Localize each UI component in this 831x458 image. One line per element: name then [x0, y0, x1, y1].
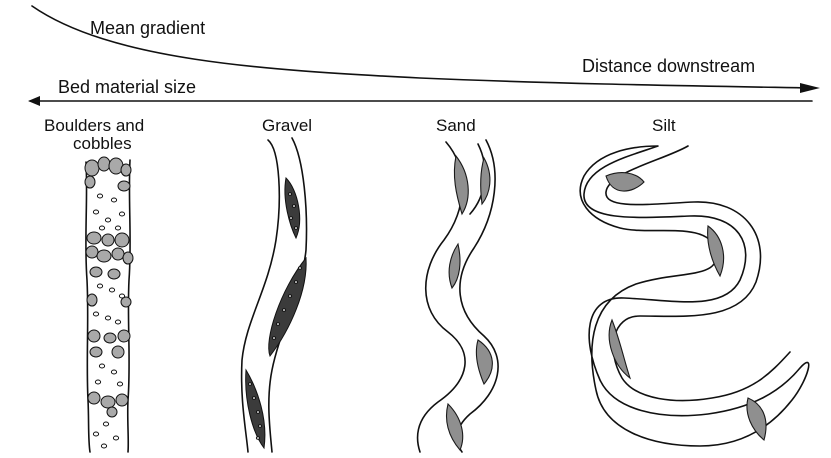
- gravel-pebble: [248, 383, 251, 386]
- gravel-pebble: [288, 193, 291, 196]
- gravel-pebble: [256, 411, 259, 414]
- gravel-bar-lower: [246, 370, 265, 448]
- silt-point-bar-1: [606, 173, 644, 191]
- boulder-stone: [101, 396, 115, 408]
- boulder-stone: [108, 269, 120, 279]
- distance-downstream-label: Distance downstream: [582, 56, 755, 76]
- boulder-stone: [87, 294, 97, 306]
- sand-point-bar-2: [481, 158, 490, 204]
- gravel-pebble: [256, 437, 259, 440]
- sand-point-bar-3: [449, 244, 460, 288]
- cobble-stone: [97, 284, 102, 288]
- boulder-stone: [88, 330, 100, 342]
- boulder-stone: [86, 246, 98, 258]
- gravel-pebble: [282, 309, 285, 312]
- cobble-stone: [97, 194, 102, 198]
- boulder-stone: [90, 347, 102, 357]
- boulder-stone: [88, 392, 100, 404]
- boulders-cobbles-label-line-1: Boulders and: [44, 116, 144, 135]
- cobble-stone: [119, 212, 124, 216]
- boulder-stone: [118, 330, 130, 342]
- boulder-stone: [107, 407, 117, 417]
- cobble-stone: [105, 218, 110, 222]
- boulder-stone: [85, 176, 95, 188]
- cobble-stone: [109, 288, 114, 292]
- boulder-stone: [121, 164, 131, 176]
- gravel-label: Gravel: [262, 116, 312, 135]
- gravel-pebble: [294, 227, 297, 230]
- cobble-stone: [117, 382, 122, 386]
- cobble-stone: [99, 364, 104, 368]
- boulder-stone: [123, 252, 133, 264]
- boulder-stone: [87, 232, 101, 244]
- cobble-stone: [95, 380, 100, 384]
- gravel-pebble: [252, 397, 255, 400]
- silt-label: Silt: [652, 116, 676, 135]
- cobble-stone: [93, 210, 98, 214]
- cobble-stone: [105, 316, 110, 320]
- cobble-stone: [93, 432, 98, 436]
- sand-channel: [418, 140, 499, 452]
- distance-downstream-arrowhead: [800, 83, 820, 93]
- gravel-pebble: [292, 205, 295, 208]
- gravel-pebble: [298, 267, 301, 270]
- cobble-stone: [119, 294, 124, 298]
- cobble-stone: [93, 312, 98, 316]
- boulder-stone: [112, 248, 124, 260]
- boulder-stone: [116, 394, 128, 406]
- silt-channel: [580, 146, 808, 446]
- boulder-stone: [104, 333, 116, 343]
- silt-point-bar-4: [747, 398, 766, 440]
- silt-channel-outer-bank: [580, 146, 808, 446]
- gravel-pebble: [289, 217, 292, 220]
- boulder-cluster: [85, 157, 133, 417]
- boulder-stone: [112, 346, 124, 358]
- mean-gradient-label: Mean gradient: [90, 18, 205, 38]
- cobble-stone: [101, 444, 106, 448]
- boulder-channel: [85, 157, 133, 452]
- gravel-pebble: [258, 425, 261, 428]
- boulder-stone: [102, 234, 114, 246]
- cobble-stone: [99, 226, 104, 230]
- boulder-stone: [118, 181, 130, 191]
- gravel-pebble: [276, 323, 279, 326]
- gravel-bar-middle: [269, 258, 306, 356]
- cobble-stone: [111, 198, 116, 202]
- cobble-stone: [115, 226, 120, 230]
- gravel-pebble: [272, 337, 275, 340]
- boulder-stone: [121, 297, 131, 307]
- cobble-stone: [111, 370, 116, 374]
- boulder-stone: [98, 157, 110, 171]
- sand-point-bar-5: [447, 404, 463, 450]
- gravel-channel: [242, 138, 307, 452]
- cobble-stone: [115, 320, 120, 324]
- cobble-stone: [113, 436, 118, 440]
- boulder-stone: [97, 250, 111, 262]
- boulders-cobbles-label-line-2: cobbles: [73, 134, 132, 153]
- boulder-stone: [85, 160, 99, 176]
- sand-label: Sand: [436, 116, 476, 135]
- boulders-cobbles-label: Boulders and cobbles: [44, 116, 149, 153]
- sand-point-bar-4: [476, 340, 492, 384]
- boulder-stone: [90, 267, 102, 277]
- bed-material-size-label: Bed material size: [58, 77, 196, 97]
- sand-point-bar-1: [454, 156, 468, 214]
- gravel-pebble: [288, 295, 291, 298]
- gravel-pebble: [294, 281, 297, 284]
- boulder-channel-left-bank: [86, 162, 90, 452]
- cobble-stone: [103, 422, 108, 426]
- silt-point-bar-3: [609, 320, 630, 378]
- boulder-stone: [115, 233, 129, 247]
